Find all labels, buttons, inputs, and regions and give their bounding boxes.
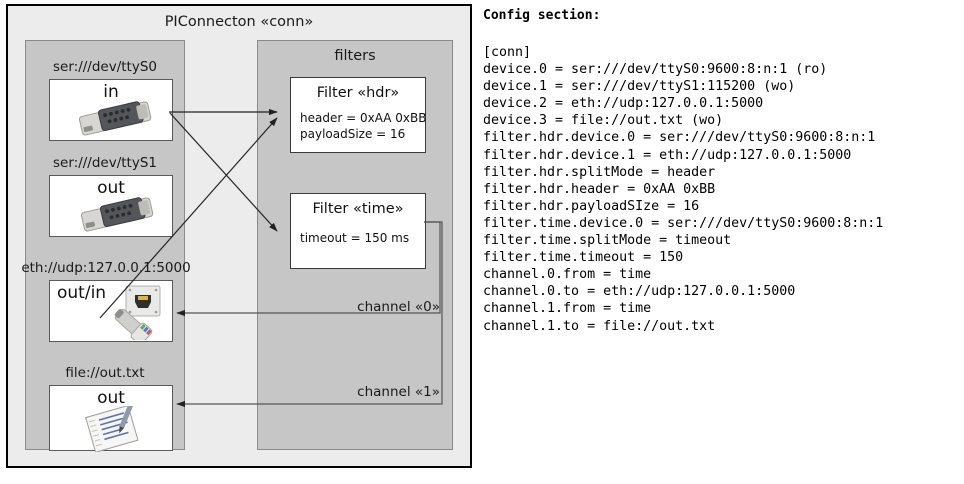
device-label-3: file://out.txt xyxy=(65,365,145,381)
ethernet-jack-icon xyxy=(112,284,170,345)
config-line: filter.hdr.device.1 = eth://udp:127.0.0.… xyxy=(483,147,852,163)
config-line: device.3 = file://out.txt (wo) xyxy=(483,113,724,129)
filter-prop-hdr-payload: payloadSize = 16 xyxy=(300,127,406,141)
filters-panel: filters Filter «hdr» header = 0xAA 0xBB … xyxy=(257,40,453,450)
config-section: Config section: [conn] device.0 = ser:///… xyxy=(480,0,964,484)
config-line: filter.hdr.payloadSIze = 16 xyxy=(483,198,700,214)
config-line: filter.hdr.header = 0xAA 0xBB xyxy=(483,181,716,197)
config-line: filter.hdr.splitMode = header xyxy=(483,164,716,180)
device-box-0[interactable]: in xyxy=(49,79,173,141)
config-line: device.1 = ser:///dev/ttyS1:115200 (wo) xyxy=(483,79,796,95)
device-box-2[interactable]: out/in xyxy=(49,280,173,345)
config-line: channel.0.from = time xyxy=(483,267,652,283)
filter-box-time[interactable]: Filter «time» timeout = 150 ms xyxy=(290,193,426,269)
device-label-2: eth://udp:127.0.0.1:5000 xyxy=(21,260,191,276)
device-label-0: ser:///dev/ttyS0 xyxy=(53,59,157,75)
channel-label-0: channel «0» xyxy=(357,299,440,315)
serial-port-icon xyxy=(74,98,156,142)
config-heading: Config section: xyxy=(483,8,601,23)
filter-box-hdr[interactable]: Filter «hdr» header = 0xAA 0xBB payloadS… xyxy=(290,77,426,153)
diagram-title: PIConnecton «conn» xyxy=(164,14,314,30)
filter-prop-time-timeout: timeout = 150 ms xyxy=(300,231,410,245)
device-box-1[interactable]: out xyxy=(49,175,173,237)
config-line: channel.1.from = time xyxy=(483,301,652,317)
device-label-1: ser:///dev/ttyS1 xyxy=(53,155,157,171)
config-lines: [conn] device.0 = ser:///dev/ttyS0:9600:8… xyxy=(483,44,883,335)
config-line: channel.0.to = eth://udp:127.0.0.1:5000 xyxy=(483,284,796,300)
filter-title-hdr: Filter «hdr» xyxy=(316,85,400,101)
config-line: device.0 = ser:///dev/ttyS0:9600:8:n:1 (… xyxy=(483,62,828,78)
config-line: device.2 = eth://udp:127.0.0.1:5000 xyxy=(483,96,764,112)
device-io-0: in xyxy=(103,82,119,102)
channel-label-1: channel «1» xyxy=(357,384,440,400)
serial-port-icon xyxy=(76,194,158,238)
config-line: filter.time.splitMode = timeout xyxy=(483,233,732,249)
text-file-icon xyxy=(80,394,150,456)
config-line: filter.time.device.0 = ser:///dev/ttyS0:… xyxy=(483,215,884,231)
device-io-3: out xyxy=(97,388,125,408)
config-line: filter.time.timeout = 150 xyxy=(483,250,684,266)
diagram-frame: PIConnecton «conn» ser:///dev/ttyS0 in xyxy=(6,4,472,468)
config-line: [conn] xyxy=(483,45,532,60)
config-line: channel.1.to = file://out.txt xyxy=(483,318,716,334)
device-io-2: out/in xyxy=(57,283,107,303)
filter-prop-hdr-header: header = 0xAA 0xBB xyxy=(300,111,427,125)
devices-panel: ser:///dev/ttyS0 in xyxy=(21,40,191,453)
filter-title-time: Filter «time» xyxy=(312,201,404,217)
config-line: filter.hdr.device.0 = ser:///dev/ttyS0:9… xyxy=(483,130,876,146)
device-box-3[interactable]: out xyxy=(49,385,173,453)
filters-panel-title: filters xyxy=(334,48,376,64)
